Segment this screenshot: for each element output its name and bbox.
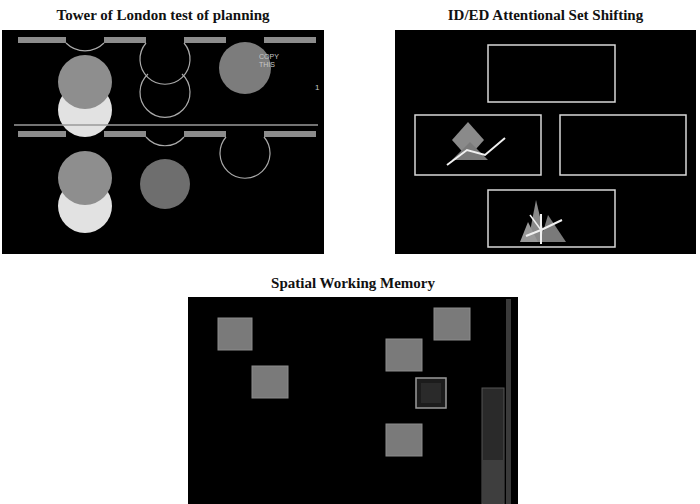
token-fill — [483, 460, 503, 504]
screen-panel — [395, 30, 696, 254]
memory-boxes — [218, 308, 470, 456]
opened-box-inner — [421, 383, 441, 403]
token-column — [482, 388, 504, 504]
stimulus-shapes — [447, 122, 566, 244]
panel-title: Tower of London test of planning — [2, 7, 324, 24]
idedpanel: ID/ED Attentional Set Shifting — [395, 0, 696, 254]
tower-top-row — [18, 37, 316, 137]
swm-panel: Spatial Working Memory — [188, 268, 518, 504]
instruction-text: COPY THIS — [259, 53, 283, 68]
stimulus-boxes — [415, 45, 686, 247]
move-counter: 1 — [315, 84, 319, 93]
tower-bottom-row — [18, 131, 316, 233]
screen-panel — [188, 297, 518, 504]
tower-panel: Tower of London test of planningCOPY THI… — [2, 0, 324, 254]
screen-panel — [2, 30, 324, 254]
panel-title: Spatial Working Memory — [188, 275, 518, 292]
side-bar — [506, 299, 511, 504]
divider-line — [14, 124, 318, 126]
opened-box — [416, 378, 446, 408]
panel-title: ID/ED Attentional Set Shifting — [395, 7, 696, 24]
